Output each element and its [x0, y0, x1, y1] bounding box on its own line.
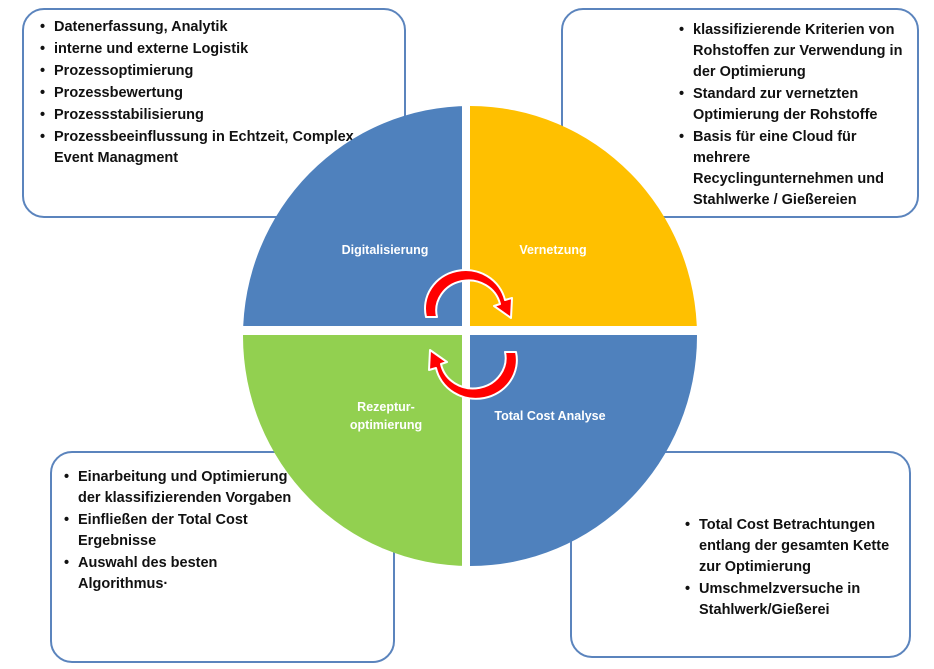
box-digitalisierung-details: Datenerfassung, Analytik interne und ext… [22, 8, 406, 218]
arrow-top-icon [424, 269, 513, 319]
box-vernetzung-details: klassifizierende Kriterien von Rohstoffe… [561, 8, 919, 218]
list-item: Prozessoptimierung [38, 61, 388, 82]
list-item: klassifizierende Kriterien von Rohstoffe… [677, 20, 912, 83]
circular-arrows-icon [424, 269, 518, 400]
box-rezepturoptimierung-details: Einarbeitung und Optimierung der klassif… [50, 451, 395, 663]
list-item: Prozessbeeinflussung in Echtzeit, Comple… [38, 127, 388, 169]
list-item: Einfließen der Total Cost Ergebnisse [62, 510, 292, 552]
list-item: Total Cost Betrachtungen entlang der ges… [683, 515, 908, 578]
bullet-list: klassifizierende Kriterien von Rohstoffe… [677, 20, 912, 212]
list-item: Standard zur vernetzten Optimierung der … [677, 84, 912, 126]
quadrant-vernetzung [470, 106, 697, 326]
list-item: Datenerfassung, Analytik [38, 17, 388, 38]
bullet-list: Datenerfassung, Analytik interne und ext… [38, 17, 388, 170]
label-total-cost-analyse: Total Cost Analyse [494, 409, 605, 423]
list-item: Auswahl des besten Algorithmus· [62, 553, 292, 595]
list-item: Prozessstabilisierung [38, 105, 388, 126]
list-item: interne und externe Logistik [38, 39, 388, 60]
label-rezeptur-line1: Rezeptur- [357, 400, 415, 414]
bullet-list: Total Cost Betrachtungen entlang der ges… [683, 515, 908, 622]
list-item: Basis für eine Cloud für mehrere Recycli… [677, 127, 912, 211]
label-rezeptur-line2: optimierung [350, 418, 422, 432]
list-item: Prozessbewertung [38, 83, 388, 104]
label-vernetzung: Vernetzung [519, 243, 586, 257]
label-digitalisierung: Digitalisierung [342, 243, 429, 257]
list-item: Umschmelzversuche in Stahlwerk/Gießerei [683, 579, 908, 621]
arrow-bottom-icon [428, 349, 518, 400]
list-item: Einarbeitung und Optimierung der klassif… [62, 467, 292, 509]
bullet-list: Einarbeitung und Optimierung der klassif… [62, 467, 292, 596]
quadrant-rezepturoptimierung [243, 335, 462, 566]
